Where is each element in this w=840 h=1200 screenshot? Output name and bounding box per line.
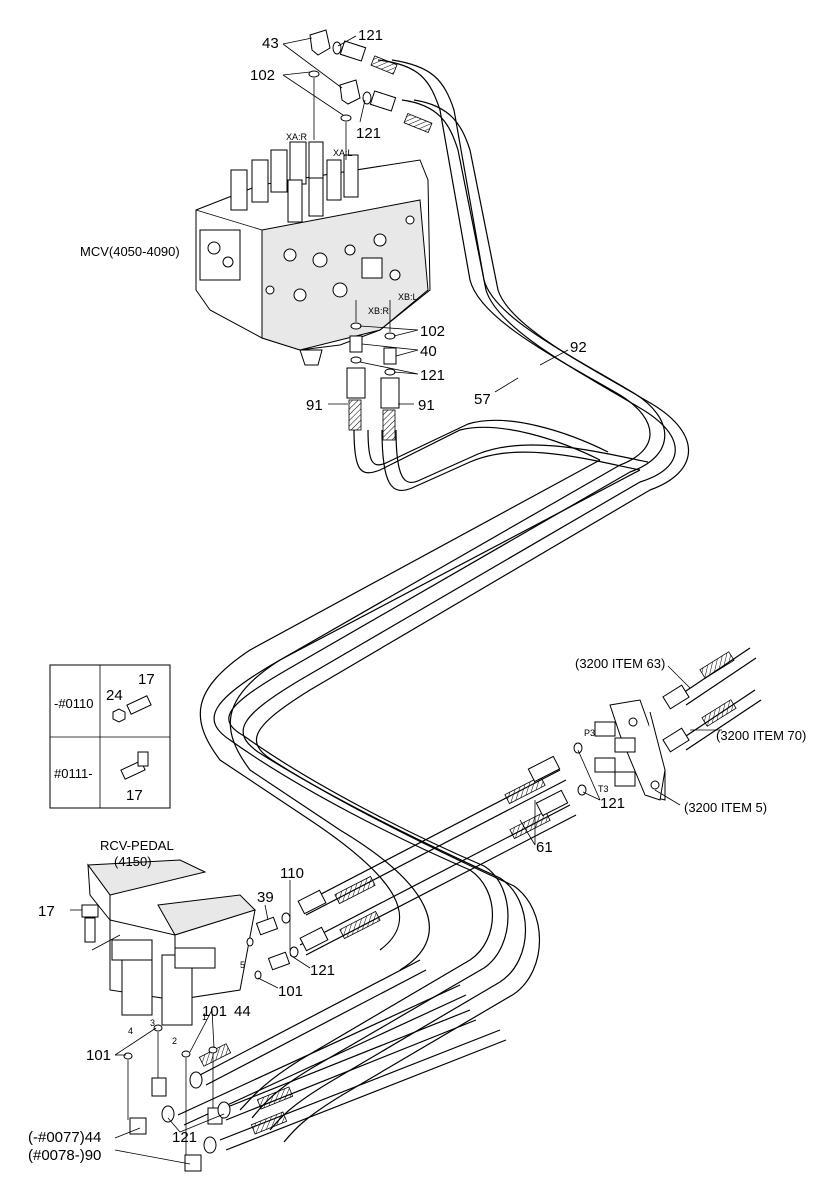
- label-pin-4: 4: [128, 1026, 133, 1036]
- label-item-63: (3200 ITEM 63): [575, 656, 665, 671]
- label-44-bottom: (-#0077)44: [28, 1129, 101, 1146]
- label-p3: P3: [584, 728, 595, 738]
- rcv-pedal-assembly: [87, 859, 256, 1026]
- leader-lines: [70, 35, 722, 1165]
- label-mcv: MCV(4050-4090): [80, 244, 180, 259]
- inset-row2-serial: #0111-: [54, 766, 93, 781]
- label-pin-3: 3: [150, 1018, 155, 1028]
- hose-61: [297, 755, 577, 956]
- label-61: 61: [536, 839, 553, 856]
- inset-row1-serial: -#0110: [54, 696, 94, 711]
- hose-pedal-bottom: [177, 959, 507, 1151]
- label-pin-1: 1: [202, 1012, 207, 1022]
- label-91-left: 91: [306, 397, 323, 414]
- inset-serial-table: [49, 664, 171, 809]
- label-44-mid: 44: [234, 1003, 251, 1020]
- inset-labels: -#0110 24 17 #0111- 17: [54, 671, 155, 804]
- label-121-mid2: 121: [420, 367, 445, 384]
- pedal-fittings: [81, 904, 299, 1172]
- label-40: 40: [420, 343, 437, 360]
- label-t3: T3: [598, 784, 609, 794]
- label-xbr: XB:R: [368, 306, 390, 316]
- label-xar: XA:R: [286, 132, 308, 142]
- label-101-left: 101: [86, 1047, 111, 1064]
- label-121-pedal: 121: [310, 962, 335, 979]
- label-91-right: 91: [418, 397, 435, 414]
- label-43: 43: [262, 35, 279, 52]
- label-121-mid: 121: [356, 125, 381, 142]
- right-manifold-block: [573, 699, 666, 801]
- label-pin-2: 2: [172, 1036, 177, 1046]
- mcv-control-valve: [195, 141, 431, 366]
- label-121-top: 121: [358, 27, 383, 44]
- label-17-left: 17: [38, 903, 55, 920]
- label-101-mid: 101: [202, 1003, 227, 1020]
- label-item-70: (3200 ITEM 70): [716, 728, 806, 743]
- label-121-bottom: 121: [172, 1129, 197, 1146]
- label-102-mid: 102: [420, 323, 445, 340]
- label-item-5: (3200 ITEM 5): [684, 800, 767, 815]
- label-92: 92: [570, 339, 587, 356]
- inset-row2-part: 17: [126, 787, 143, 804]
- right-hoses-63-70: [662, 647, 762, 753]
- label-rcv-code: (4150): [114, 854, 152, 869]
- label-pin-5: 5: [240, 960, 245, 970]
- mcv-bottom-fittings: [346, 300, 400, 441]
- label-xbl: XB:L: [398, 292, 418, 302]
- inset-row1-part-b: 17: [138, 671, 155, 688]
- label-102-top: 102: [250, 67, 275, 84]
- callout-labels: 43 121 102 121 XA:R XA:L MCV(4050-4090) …: [28, 27, 806, 1164]
- label-110: 110: [280, 865, 304, 882]
- mcv-top-fittings: [308, 29, 433, 160]
- label-57: 57: [474, 391, 491, 408]
- label-rcv-pedal: RCV-PEDAL: [100, 838, 174, 853]
- inset-row1-part-a: 24: [106, 687, 123, 704]
- hose-bundle-upper: [213, 59, 689, 1143]
- label-101-right: 101: [278, 983, 303, 1000]
- label-90-bottom: (#0078-)90: [28, 1147, 101, 1164]
- hose-bundle-lower: [199, 419, 649, 971]
- label-121-right: 121: [600, 795, 625, 812]
- label-39: 39: [257, 889, 274, 906]
- label-xal: XA:L: [333, 148, 353, 158]
